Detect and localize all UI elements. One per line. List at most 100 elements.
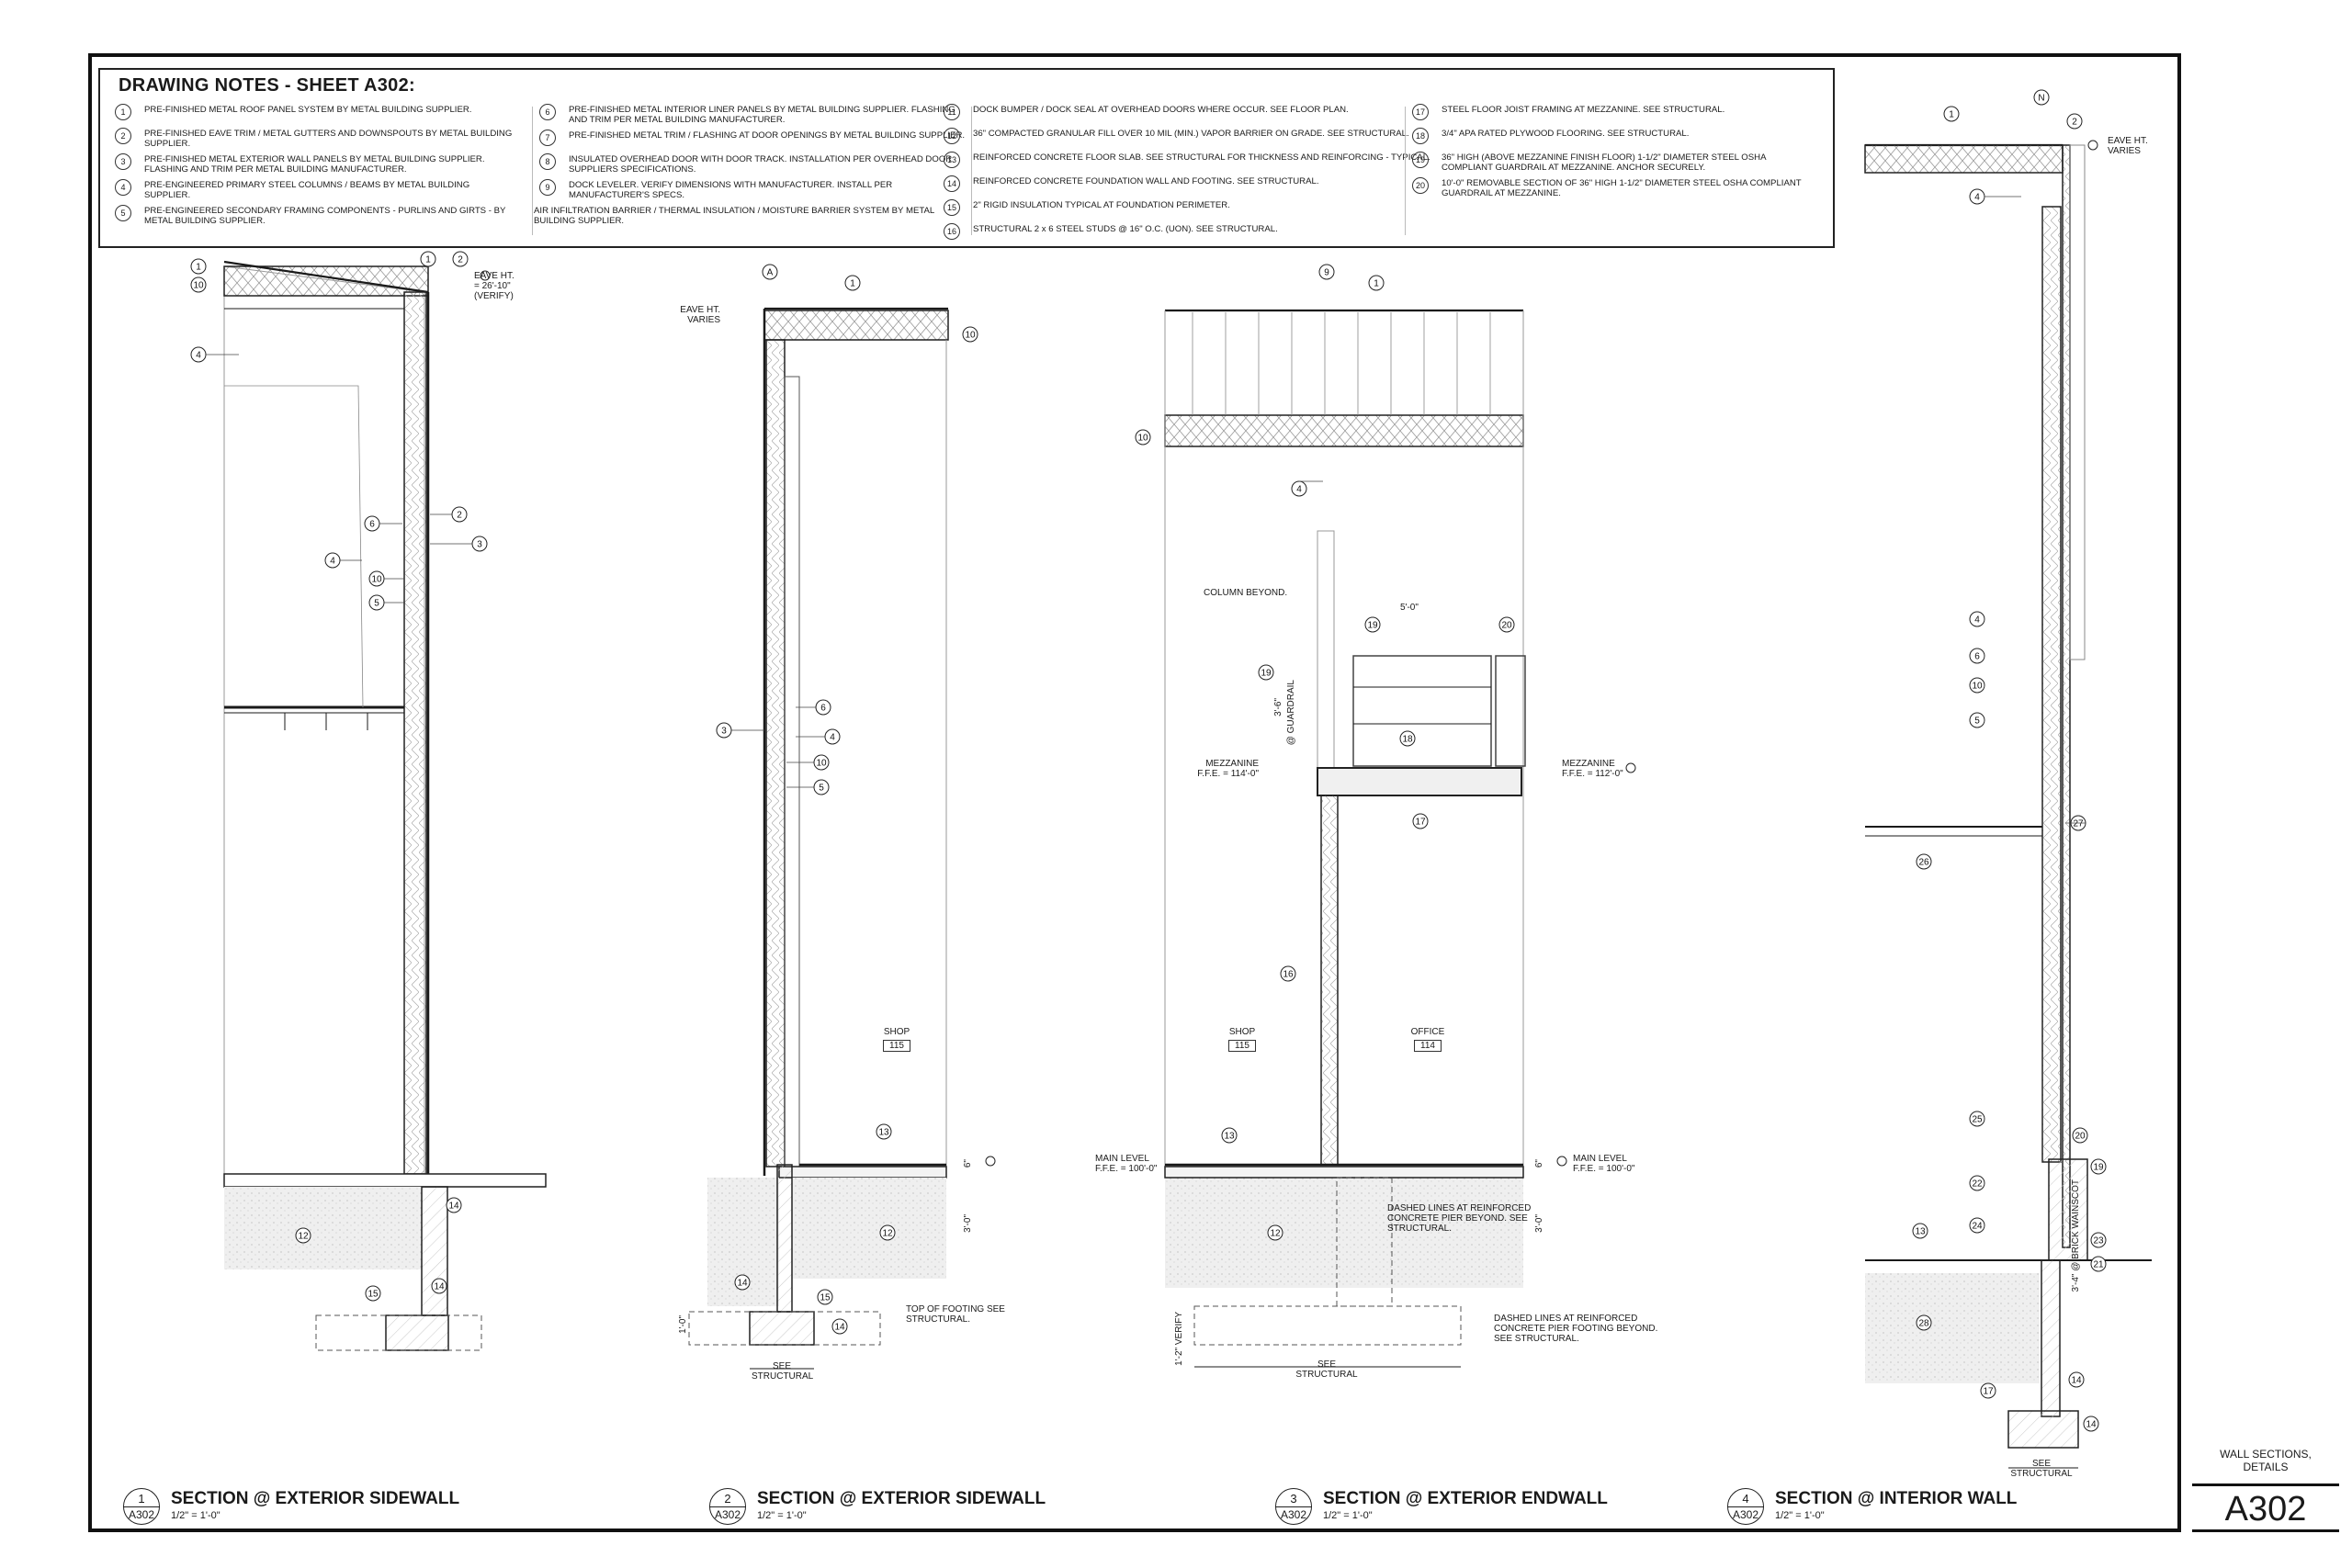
keynote-tag (2033, 89, 2050, 106)
section-number: 2 (724, 1492, 731, 1506)
guardrail-label: @ GUARDRAIL (1286, 680, 1296, 746)
svg-text:21: 21 (2093, 1260, 2104, 1270)
keynote-tag (2083, 1416, 2099, 1432)
note-tag: 3 (115, 153, 131, 170)
svg-text:3: 3 (477, 540, 482, 550)
svg-text:19: 19 (1367, 621, 1378, 631)
section-number: 4 (1742, 1492, 1749, 1506)
dimension-5-0: 5'-0" (1400, 603, 1419, 613)
keynote-tag (1969, 1111, 1985, 1127)
section-sheet: A302 (714, 1508, 741, 1521)
svg-text:4: 4 (1974, 193, 1980, 203)
keynote-tag (876, 1123, 892, 1140)
svg-text:14: 14 (434, 1282, 445, 1292)
svg-text:5: 5 (819, 784, 824, 794)
room-name: SHOP (883, 1027, 910, 1037)
label-line: VARIES (687, 315, 720, 325)
label-line: F.F.E. = 100'-0" (1095, 1164, 1158, 1174)
dimension-6-b: 6" (1534, 1159, 1544, 1168)
main-level-right: MAIN LEVEL F.F.E. = 100'-0" (1573, 1154, 1634, 1174)
keynote-tag (2066, 113, 2083, 130)
svg-text:1: 1 (196, 263, 201, 273)
keynote-tag (1221, 1127, 1238, 1144)
see-structural-3: SEE STRUCTURAL (1295, 1359, 1358, 1380)
sheet-name: WALL SECTIONS, DETAILS (2220, 1448, 2312, 1473)
svg-text:4: 4 (330, 557, 335, 567)
svg-text:17: 17 (1415, 818, 1426, 828)
note-tag: 11 (944, 104, 960, 120)
room-number: 114 (1414, 1040, 1442, 1052)
svg-text:17: 17 (1983, 1387, 1994, 1397)
level-marker-icon (2087, 140, 2098, 151)
svg-text:14: 14 (2086, 1420, 2097, 1430)
level-marker-icon (480, 270, 491, 281)
divider (1275, 1506, 1312, 1507)
note-text: PRE-FINISHED METAL INTERIOR LINER PANELS… (569, 105, 956, 125)
note-tag: 7 (539, 130, 556, 146)
svg-text:14: 14 (834, 1323, 845, 1333)
svg-text:1: 1 (1949, 110, 1954, 120)
room-number: 115 (1228, 1040, 1256, 1052)
section-scale: 1/2" = 1'-0" (171, 1510, 220, 1521)
keynote-tag (1399, 730, 1416, 747)
keynote-tag (420, 251, 436, 267)
dashed-lines-pier-note: DASHED LINES AT REINFORCED CONCRETE PIER… (1387, 1203, 1532, 1234)
keynote-tag (1916, 1314, 1932, 1331)
svg-text:14: 14 (2071, 1376, 2082, 1386)
label-line: MEZZANINE (1205, 759, 1259, 769)
note-text: 36" HIGH (ABOVE MEZZANINE FINISH FLOOR) … (1442, 152, 1766, 173)
room-name: OFFICE (1410, 1027, 1445, 1037)
keynote-tag (1969, 648, 1985, 664)
section-sheet: A302 (1280, 1508, 1307, 1521)
keynote-tag (1135, 429, 1151, 446)
mezzanine-level-left: MEZZANINE F.F.E. = 114'-0" (1194, 759, 1259, 779)
level-marker-icon (1556, 1156, 1567, 1167)
section-scale: 1/2" = 1'-0" (1775, 1510, 1825, 1521)
svg-text:2: 2 (2072, 118, 2077, 128)
divider (1405, 107, 1406, 235)
label-line: EAVE HT. (2108, 136, 2148, 146)
note-text: 2" RIGID INSULATION TYPICAL AT FOUNDATIO… (973, 200, 1230, 210)
svg-text:15: 15 (368, 1290, 379, 1300)
divider (709, 1506, 746, 1507)
eave-height-label-1: EAVE HT. = 26'-10" (VERIFY) (474, 271, 514, 301)
mezzanine-level-right: MEZZANINE F.F.E. = 112'-0" (1562, 759, 1623, 779)
svg-text:12: 12 (298, 1232, 309, 1242)
keynote-tag (1412, 813, 1429, 829)
dashed-lines-footing-note: DASHED LINES AT REINFORCED CONCRETE PIER… (1494, 1314, 1658, 1344)
note-text: PRE-FINISHED METAL ROOF PANEL SYSTEM BY … (144, 105, 472, 115)
svg-text:13: 13 (1224, 1132, 1235, 1142)
see-structural-4: SEE STRUCTURAL (2010, 1459, 2073, 1479)
keynote-tag (295, 1227, 311, 1244)
dimension-1-0: 1'-0" (678, 1315, 688, 1334)
svg-text:10: 10 (1972, 682, 1983, 692)
leader-lines (206, 196, 2086, 824)
room-label-shop: SHOP 115 (878, 1027, 915, 1052)
svg-text:19: 19 (2093, 1163, 2104, 1173)
note-text: PRE-FINISHED EAVE TRIM / METAL GUTTERS A… (144, 129, 513, 149)
brick-wainscot-dimension: 3'-4" @ BRICK WAINSCOT (2071, 1179, 2081, 1292)
divider (532, 107, 533, 235)
note-tag: 6 (539, 104, 556, 120)
svg-text:4: 4 (196, 351, 201, 361)
keynote-tag (1498, 616, 1515, 633)
dimension-3-0-b: 3'-0" (1534, 1214, 1544, 1233)
svg-text:4: 4 (1296, 485, 1302, 495)
label-line: (VERIFY) (474, 291, 514, 301)
sheet-border (88, 53, 2181, 1532)
svg-text:6: 6 (369, 520, 375, 530)
label-line: EAVE HT. (474, 271, 514, 281)
svg-text:10: 10 (371, 575, 382, 585)
keynote-tag (2090, 1256, 2107, 1272)
section-sheet: A302 (1732, 1508, 1759, 1521)
